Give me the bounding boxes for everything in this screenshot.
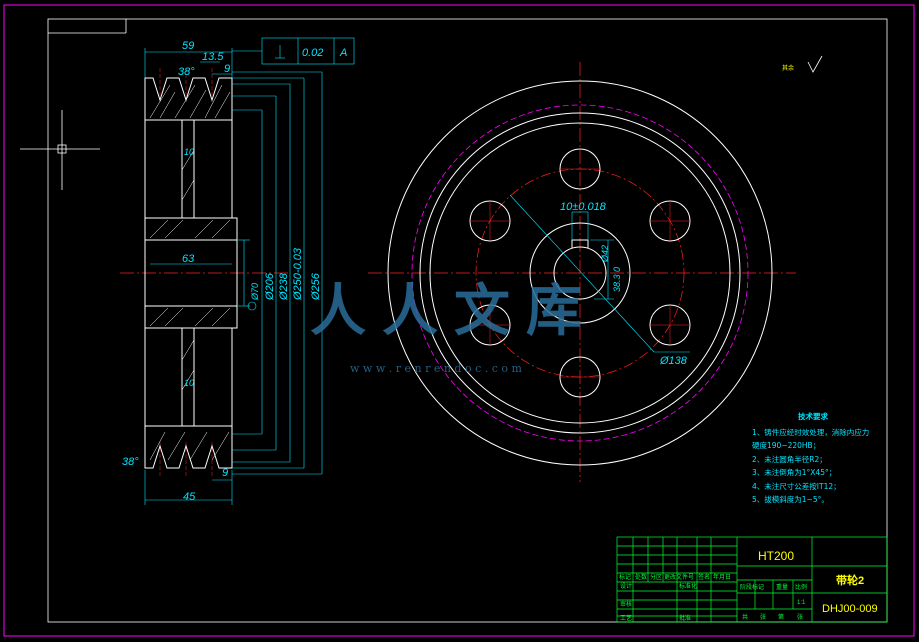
front-view: 10±0.018 38.3 0 Ø42 Ø138 — [368, 62, 796, 482]
groove-circle — [419, 112, 741, 434]
tech-requirements: 技术要求 1、铸件应经时效处理，消除内应力 硬度190~220HB； 2、未注圆… — [752, 411, 869, 504]
dim-bolt-circle: Ø138 — [659, 355, 688, 367]
dim-d238: Ø238 — [278, 272, 290, 301]
dim-web-10-top: 10 — [184, 147, 194, 157]
tech-item: 硬度190~220HB； — [752, 440, 820, 450]
dim-d206: Ø206 — [264, 272, 276, 301]
tech-item: 4、未注尺寸公差按IT12； — [752, 481, 841, 491]
tb-row-label: 签名 — [698, 573, 710, 581]
tb-left-label: 批准 — [679, 614, 691, 622]
keyway — [571, 239, 589, 248]
dim-width-45: 45 — [183, 491, 196, 503]
web-outline — [181, 120, 195, 426]
dim-width-9-bot: 9 — [222, 467, 228, 479]
datum-letter: A — [339, 47, 347, 59]
tb-sheet-label: 第 — [778, 613, 784, 621]
dim-d256: Ø256 — [310, 272, 322, 301]
tb-stage-label: 阶段标记 — [740, 583, 764, 591]
dim-width-9-top: 9 — [224, 63, 230, 75]
tech-item: 3、未注倒角为1°X45°； — [752, 467, 836, 477]
tb-row-label: 分区 — [650, 573, 662, 581]
outer-border — [3, 4, 915, 637]
title-block — [616, 536, 888, 623]
pitch-circle — [411, 104, 749, 442]
tb-left-label: 工艺 — [620, 614, 632, 622]
tech-item: 5、拔模斜度为1~5°。 — [752, 494, 829, 504]
dim-key-width: 10±0.018 — [560, 201, 607, 213]
dim-web-10-bot: 10 — [184, 378, 194, 388]
dim-d70: Ø70 — [250, 283, 260, 301]
tb-drawing-no: DHJ00-009 — [822, 603, 878, 615]
tolerance-value: 0.02 — [302, 47, 323, 59]
tech-title: 技术要求 — [798, 411, 828, 421]
tb-sheet-label: 张 — [797, 613, 803, 621]
hub-circle — [529, 222, 631, 324]
watermark-text: 人人文库 — [310, 278, 598, 344]
tb-left-label: 设计 — [620, 582, 632, 590]
rim-top-outline — [144, 77, 233, 121]
rim-bottom-outline — [144, 425, 233, 469]
dim-width-13-5: 13.5 — [202, 51, 224, 63]
ucs-crosshair-icon — [20, 110, 100, 190]
watermark: 人人文库 w w w . r e n r e n d o c . c o m — [310, 278, 598, 375]
tb-row-label: 标记 — [619, 573, 631, 581]
tb-scale: 1:1 — [797, 600, 806, 606]
tb-stage-label: 重量 — [776, 583, 788, 591]
roughness-symbol-icon — [807, 55, 823, 73]
section-view: 59 13.5 9 38° 0.02 A 10 63 Ø70 Ø206 Ø238… — [120, 37, 355, 505]
dim-angle-bot: 38° — [122, 456, 139, 468]
outer-rim-circle — [387, 80, 773, 466]
tb-row-label: 更改文件号 — [664, 573, 694, 581]
dim-key-depth: 38.3 0 — [612, 267, 622, 292]
tb-sheet-label: 共 — [742, 613, 748, 621]
tech-item: 2、未注圆角半径R2； — [752, 454, 827, 464]
inner-rim-circle — [429, 122, 731, 424]
roughness-note: 其余 — [782, 64, 794, 72]
tb-stage-label: 比例 — [795, 583, 807, 591]
tb-sheet-label: 张 — [760, 613, 766, 621]
dim-d250: Ø250-0.03 — [292, 247, 304, 301]
bore-circle — [553, 246, 607, 300]
watermark-url: w w w . r e n r e n d o c . c o m — [350, 362, 522, 375]
inner-border — [47, 18, 888, 623]
dim-angle-top: 38° — [178, 66, 195, 78]
tb-row-label: 年月日 — [713, 573, 731, 581]
tb-row-label: 处数 — [635, 573, 647, 581]
dim-bore-63: 63 — [182, 253, 195, 265]
tb-left-label: 审核 — [620, 600, 632, 608]
tb-left-label: 标准化 — [679, 582, 697, 590]
tb-material: HT200 — [758, 549, 794, 563]
tb-part-name: 带轮2 — [836, 573, 864, 587]
tech-item: 1、铸件应经时效处理，消除内应力 — [752, 427, 869, 437]
dim-width-59: 59 — [182, 40, 194, 52]
dim-bore-d: Ø42 — [600, 245, 610, 263]
